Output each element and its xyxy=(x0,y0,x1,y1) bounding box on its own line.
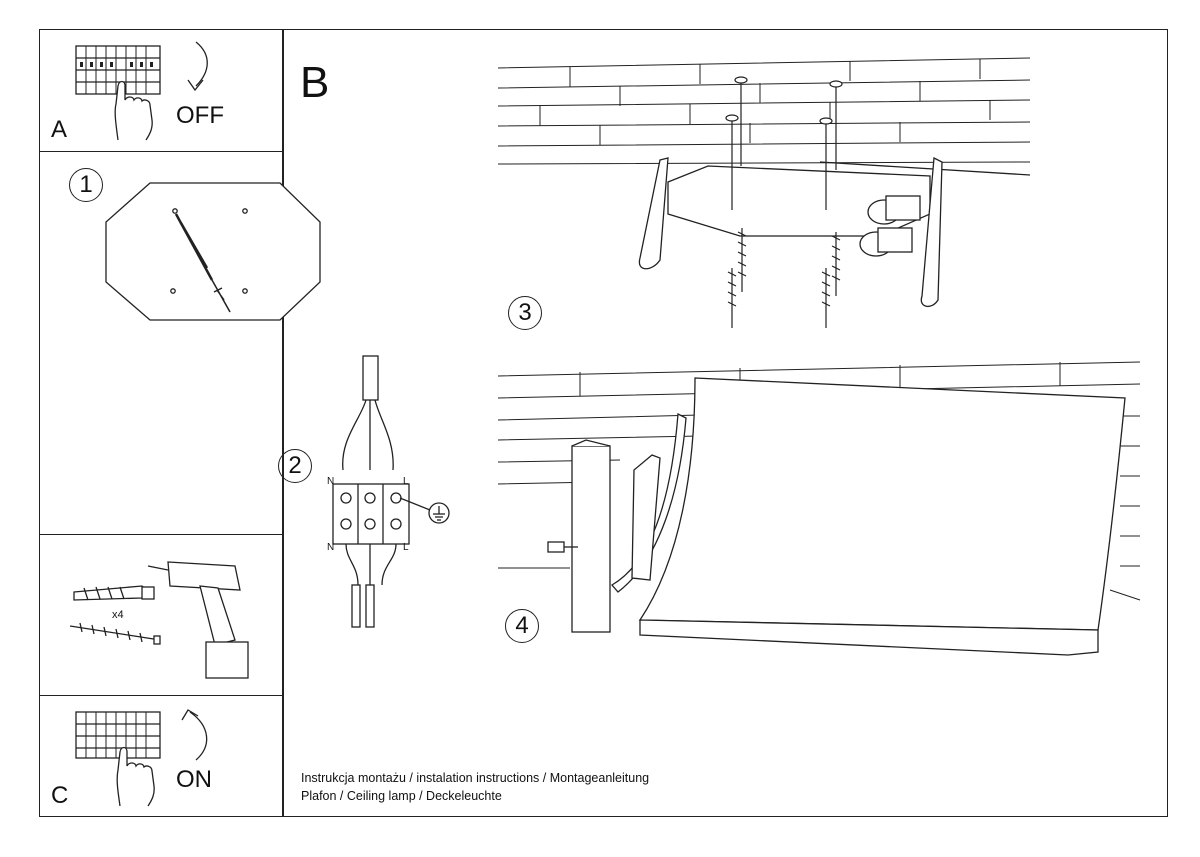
neutral-label-top: N xyxy=(327,476,335,487)
panel-c-letter: C xyxy=(51,782,69,809)
neutral-label-bottom: N xyxy=(327,542,335,553)
hand-icon xyxy=(114,80,153,141)
screw-icon xyxy=(69,622,161,645)
step-1-number: 1 xyxy=(69,168,103,202)
power-on-label: ON xyxy=(176,766,212,793)
power-off-label: OFF xyxy=(176,102,224,129)
drill-icon xyxy=(147,561,249,679)
step-4-number: 4 xyxy=(505,609,539,643)
bracket-step3 xyxy=(638,156,943,307)
quantity-label: x4 xyxy=(112,609,124,621)
column-divider xyxy=(282,29,284,817)
step-3-number: 3 xyxy=(508,296,542,330)
live-label-bottom: L xyxy=(403,542,409,553)
mounting-plate-step1 xyxy=(105,182,321,321)
curved-arrow-down-icon xyxy=(187,41,208,92)
curved-arrow-up-icon xyxy=(181,709,208,761)
panel-c-power-on xyxy=(39,695,283,817)
ceiling-bricks-step3 xyxy=(497,57,1031,176)
lamp-shade-step4 xyxy=(571,377,1126,656)
screwdriver-icon xyxy=(547,541,578,553)
caption-line-2: Plafon / Ceiling lamp / Deckeleuchte xyxy=(301,789,502,803)
panel-a-letter: A xyxy=(51,116,68,143)
panel-b-letter: B xyxy=(300,58,330,107)
hand-icon xyxy=(116,746,155,807)
step-2-number: 2 xyxy=(278,449,312,483)
instruction-sheet-frame xyxy=(39,29,1168,817)
caption-line-1: Instrukcja montażu / instalation instruc… xyxy=(301,771,650,785)
wall-plug-icon xyxy=(73,585,155,601)
live-label-top: L xyxy=(403,476,409,487)
breaker-panel-icon xyxy=(75,711,161,759)
ground-symbol-icon xyxy=(428,502,450,524)
terminal-block-step2 xyxy=(332,355,431,628)
screw-icon xyxy=(725,76,843,328)
